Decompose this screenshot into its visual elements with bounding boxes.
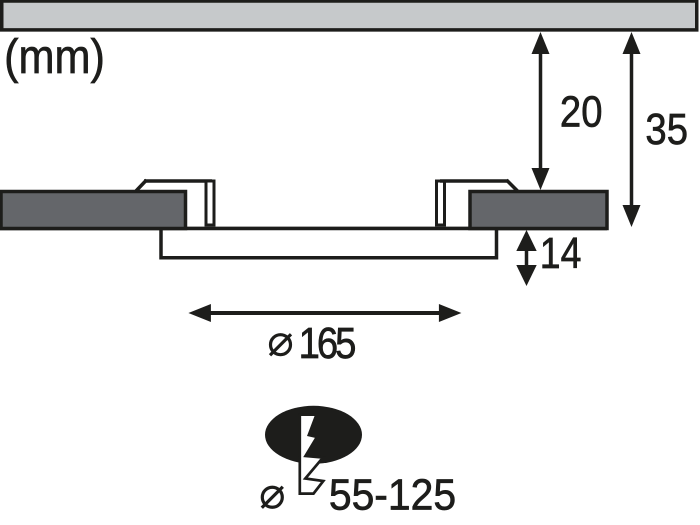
- svg-text:55-125: 55-125: [329, 471, 456, 520]
- svg-text:20: 20: [560, 87, 603, 136]
- svg-text:165: 165: [299, 318, 356, 367]
- svg-text:35: 35: [645, 104, 688, 153]
- svg-text:14: 14: [540, 228, 582, 278]
- svg-text:(mm): (mm): [4, 30, 105, 84]
